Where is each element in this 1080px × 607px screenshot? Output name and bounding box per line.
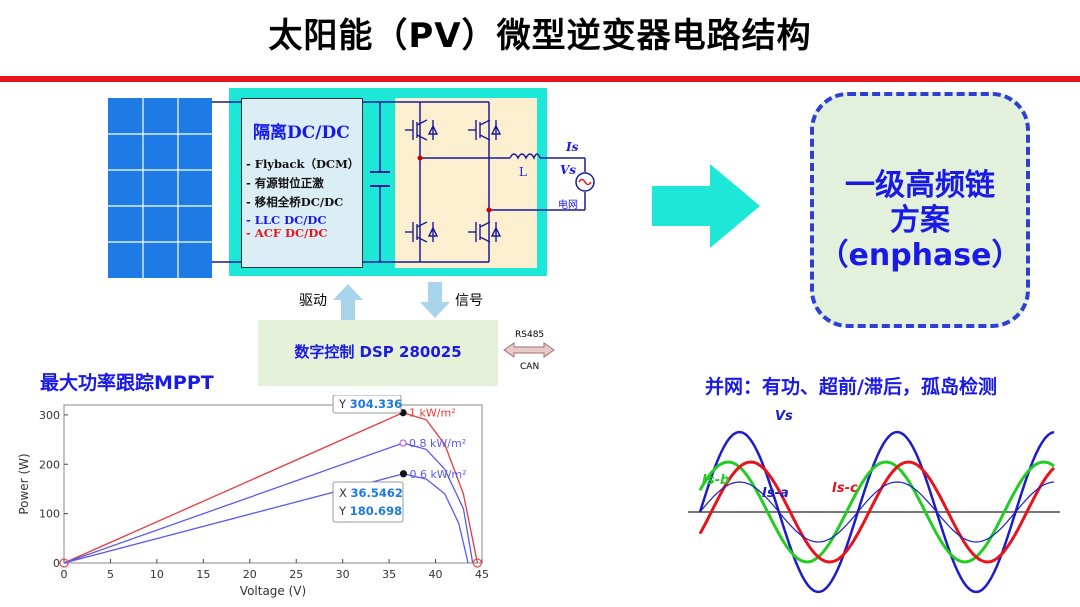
topology-item: - LLC DC/DC bbox=[246, 213, 327, 227]
plot-area bbox=[63, 404, 483, 564]
y-tick-label: 300 bbox=[39, 409, 60, 422]
capacitor-icon bbox=[370, 171, 390, 187]
y-tick-label: 0 bbox=[53, 557, 60, 570]
high-frequency-link-box bbox=[810, 92, 1030, 328]
tooltip-top-text: Y 304.336 bbox=[338, 397, 402, 411]
topology-item: - 移相全桥DC/DC bbox=[246, 195, 344, 209]
tooltip-bottom-y: Y 180.698 bbox=[338, 504, 402, 518]
mpp-point bbox=[399, 470, 408, 478]
x-tick-label: 10 bbox=[150, 568, 164, 581]
inverter-bridge-area bbox=[395, 98, 537, 268]
tooltip-top bbox=[332, 395, 402, 414]
signal-label: 信号 bbox=[455, 293, 483, 309]
x-tick-label: 0 bbox=[61, 568, 68, 581]
topology-item: - 有源钳位正激 bbox=[246, 176, 324, 190]
x-tick-label: 35 bbox=[382, 568, 396, 581]
x-tick-label: 25 bbox=[289, 568, 303, 581]
hf-line3: （enphase） bbox=[818, 238, 1022, 273]
series-line bbox=[63, 412, 479, 564]
isc-waveform bbox=[698, 460, 1056, 564]
dsp-control-block bbox=[258, 320, 498, 386]
y-tick-label: 200 bbox=[39, 458, 60, 471]
origin-marker bbox=[59, 558, 69, 568]
page-title: 太阳能（PV）微型逆变器电路结构 bbox=[268, 16, 812, 56]
x-tick-label: 45 bbox=[475, 568, 489, 581]
inductor-label: L bbox=[519, 165, 527, 179]
x-tick-label: 5 bbox=[107, 568, 114, 581]
solar-panel-icon bbox=[108, 98, 212, 278]
topology-item: - Flyback（DCM） bbox=[246, 157, 360, 171]
isolated-dcdc-block bbox=[241, 98, 363, 268]
hf-line1: 一级高频链 bbox=[845, 168, 995, 203]
series-label: 0.8 kW/m² bbox=[409, 437, 466, 450]
hf-line2: 方案 bbox=[890, 203, 950, 238]
vs-waveform bbox=[698, 430, 1055, 594]
tooltip-bottom-x: X 36.5462 bbox=[339, 486, 403, 500]
signal-arrow-icon bbox=[420, 282, 450, 318]
mppt-label: 最大功率跟踪MPPT bbox=[40, 372, 214, 394]
rs485-label: RS485 bbox=[515, 330, 545, 340]
y-tick-label: 100 bbox=[39, 508, 60, 521]
igbt-switch-icon bbox=[405, 119, 502, 243]
grid-tie-label: 并网：有功、超前/滞后，孤岛检测 bbox=[705, 376, 997, 398]
waveform-label: Is-b bbox=[702, 473, 729, 488]
can-label: CAN bbox=[520, 362, 540, 372]
waveform-label: Vs bbox=[775, 409, 793, 424]
voc-marker bbox=[472, 558, 482, 568]
x-tick-label: 40 bbox=[429, 568, 443, 581]
dcdc-title: 隔离DC/DC bbox=[253, 123, 350, 143]
waveform-label: Is-c bbox=[832, 481, 858, 496]
y-axis-label: Power (W) bbox=[17, 453, 31, 514]
series-label: 1 kW/m² bbox=[409, 407, 456, 420]
right-arrow-icon bbox=[652, 164, 760, 248]
current-label: Is bbox=[566, 140, 579, 154]
dsp-label: 数字控制 DSP 280025 bbox=[294, 343, 462, 361]
series-line bbox=[63, 442, 474, 564]
isb-waveform bbox=[698, 460, 1055, 564]
grid-node-label: 电网 bbox=[558, 200, 578, 211]
tooltip-bottom bbox=[332, 481, 404, 523]
waveform-label: Is-a bbox=[762, 486, 789, 501]
x-axis-label: Voltage (V) bbox=[240, 584, 306, 598]
comm-arrow-icon bbox=[503, 342, 555, 358]
drive-arrow-icon bbox=[333, 284, 363, 320]
x-tick-label: 15 bbox=[196, 568, 210, 581]
voltage-label: Vs bbox=[560, 163, 577, 177]
x-tick-label: 30 bbox=[336, 568, 350, 581]
drive-label: 驱动 bbox=[299, 293, 327, 309]
title-divider bbox=[0, 76, 1080, 82]
mpp-point bbox=[399, 439, 407, 447]
inductor-icon bbox=[509, 153, 541, 160]
series-label: 0.6 kW/m² bbox=[409, 468, 466, 481]
topology-item: - ACF DC/DC bbox=[246, 226, 328, 240]
isa-waveform bbox=[699, 481, 1055, 543]
x-tick-label: 20 bbox=[243, 568, 257, 581]
